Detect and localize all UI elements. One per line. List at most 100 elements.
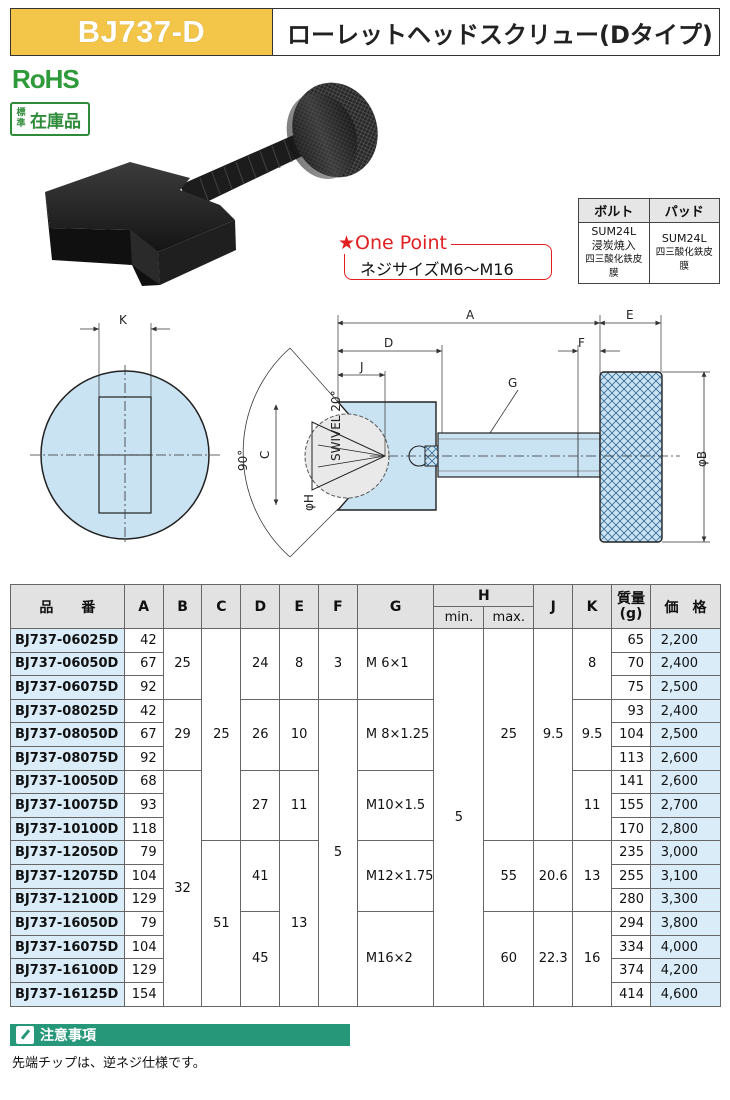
table-cell-c: 25	[201, 627, 242, 842]
table-cell-price: 2,500	[649, 722, 722, 747]
table-cell-a: 92	[123, 675, 164, 700]
table-cell-j: 22.3	[533, 911, 574, 1007]
dim-label-b: φB	[695, 451, 709, 467]
table-cell-k: 11	[572, 769, 613, 842]
table-cell-g: M16×2	[356, 911, 435, 1007]
table-cell-a: 93	[123, 793, 164, 818]
table-cell-code: BJ737-08050D	[10, 722, 125, 747]
material-bolt-line: 四三酸化鉄皮膜	[585, 254, 643, 279]
material-pad-line: SUM24L	[661, 232, 707, 245]
col-header-e: E	[279, 584, 320, 629]
table-cell-code: BJ737-16125D	[10, 981, 125, 1007]
table-cell-price: 2,700	[649, 793, 722, 818]
table-cell-a: 118	[123, 816, 164, 842]
col-header-b: B	[162, 584, 203, 629]
material-header-bolt: ボルト	[578, 198, 650, 223]
table-cell-weight: 93	[611, 698, 651, 724]
table-cell-d: 27	[240, 769, 281, 842]
stock-badge-label: 在庫品	[30, 111, 81, 132]
notes-header: 注意事項	[10, 1024, 350, 1046]
table-cell-hmin: 5	[433, 628, 485, 1007]
table-cell-hmax: 60	[483, 911, 535, 1007]
table-cell-price: 4,200	[649, 958, 722, 983]
table-cell-d: 26	[240, 698, 281, 771]
table-cell-code: BJ737-10100D	[10, 816, 125, 842]
table-cell-a: 79	[123, 840, 164, 865]
table-cell-code: BJ737-16050D	[10, 911, 125, 936]
table-cell-weight: 141	[611, 769, 651, 795]
col-header-weight: 質量 (g)	[611, 584, 651, 629]
table-cell-e: 10	[279, 698, 320, 771]
one-point-text: ネジサイズM6～M16	[360, 260, 514, 279]
table-cell-code: BJ737-12075D	[10, 863, 125, 889]
table-cell-k: 8	[572, 628, 613, 700]
table-cell-a: 42	[123, 628, 164, 653]
spec-table: 品 番 A B C D E F G H J K 質量 (g) 価 格 min. …	[10, 584, 722, 1007]
side-view: 90° C SWIVEL 20° φH A E	[236, 308, 710, 558]
table-cell-weight: 294	[611, 911, 651, 936]
table-cell-a: 67	[123, 722, 164, 747]
stock-badge: 標準 在庫品	[10, 102, 90, 136]
table-cell-price: 2,400	[649, 651, 722, 677]
material-table: ボルト パッド SUM24L 浸炭焼入 四三酸化鉄皮膜 SUM24L 四三酸化鉄…	[578, 198, 720, 284]
table-cell-price: 2,600	[649, 769, 722, 795]
material-bolt-line: 浸炭焼入	[591, 239, 636, 252]
pencil-icon	[16, 1026, 34, 1044]
table-cell-price: 3,000	[649, 840, 722, 865]
table-cell-a: 104	[123, 934, 164, 960]
table-cell-code: BJ737-08075D	[10, 745, 125, 771]
one-point-callout: ★One Point ネジサイズM6～M16	[338, 232, 554, 282]
table-cell-f: 3	[318, 628, 358, 700]
table-cell-weight: 65	[611, 628, 651, 653]
end-view: K	[30, 313, 220, 545]
product-title: ローレットヘッドスクリュー(Dタイプ)	[287, 20, 713, 49]
product-code: BJ737-D	[11, 9, 273, 55]
dim-label-d: D	[384, 336, 393, 350]
col-header-hmax: max.	[483, 606, 535, 629]
col-header-h: H	[433, 584, 535, 607]
dim-label-c: C	[258, 451, 272, 459]
table-cell-weight: 334	[611, 934, 651, 960]
dim-label-g: G	[508, 376, 517, 390]
notes-title: 注意事項	[40, 1028, 96, 1044]
table-cell-code: BJ737-16075D	[10, 934, 125, 960]
table-cell-price: 4,000	[649, 934, 722, 960]
table-cell-weight: 255	[611, 863, 651, 889]
table-cell-weight: 70	[611, 651, 651, 677]
table-cell-k: 16	[572, 911, 613, 1007]
dim-label-90: 90°	[236, 450, 250, 471]
table-cell-a: 68	[123, 769, 164, 795]
col-header-j: J	[533, 584, 574, 629]
stock-badge-small-label: 標準	[16, 108, 26, 129]
table-cell-e: 8	[279, 628, 320, 700]
table-cell-price: 3,300	[649, 887, 722, 913]
notes-text: 先端チップは、逆ネジ仕様です。	[12, 1056, 206, 1071]
table-cell-d: 45	[240, 911, 281, 1007]
table-cell-weight: 374	[611, 958, 651, 983]
table-cell-k: 13	[572, 840, 613, 913]
col-header-f: F	[318, 584, 358, 629]
table-cell-weight: 155	[611, 793, 651, 818]
col-header-price: 価 格	[649, 584, 722, 629]
table-cell-a: 129	[123, 887, 164, 913]
table-cell-code: BJ737-06025D	[10, 628, 125, 653]
table-cell-code: BJ737-06050D	[10, 651, 125, 677]
table-cell-c: 51	[201, 840, 242, 1007]
table-cell-code: BJ737-12100D	[10, 887, 125, 913]
table-cell-hmax: 25	[483, 627, 535, 842]
table-cell-f: 5	[318, 698, 358, 1007]
table-cell-price: 2,200	[649, 628, 722, 653]
table-cell-price: 3,100	[649, 863, 722, 889]
table-cell-price: 4,600	[649, 981, 722, 1007]
title-bar: BJ737-D ローレットヘッドスクリュー(Dタイプ)	[10, 8, 720, 56]
table-cell-a: 79	[123, 911, 164, 936]
table-cell-price: 2,500	[649, 675, 722, 700]
dim-label-k: K	[119, 313, 128, 327]
table-cell-b: 25	[162, 628, 203, 700]
table-cell-j: 20.6	[533, 840, 574, 913]
table-cell-weight: 280	[611, 887, 651, 913]
col-header-c: C	[201, 584, 242, 629]
material-bolt: SUM24L 浸炭焼入 四三酸化鉄皮膜	[578, 222, 650, 284]
table-cell-code: BJ737-16100D	[10, 958, 125, 983]
col-header-g: G	[356, 584, 435, 629]
